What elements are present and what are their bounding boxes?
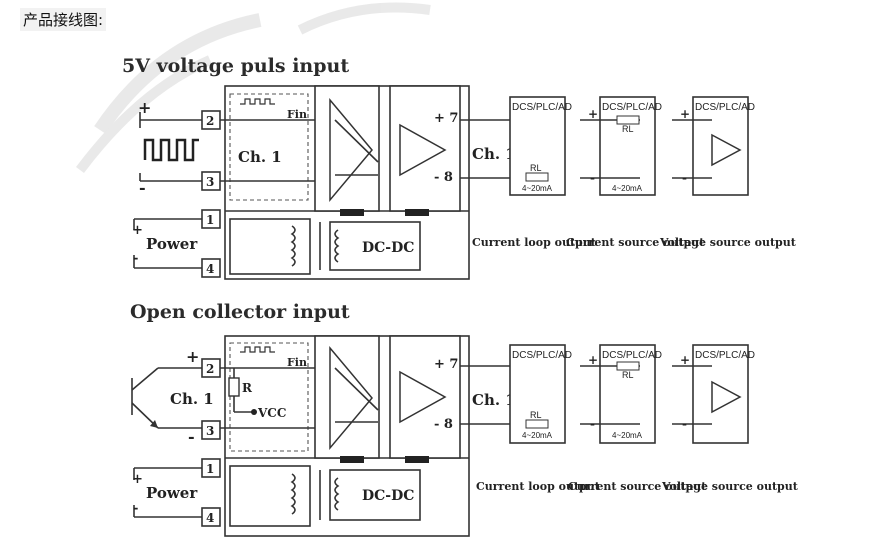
svg-text:+: + [132,472,143,487]
svg-text:2: 2 [206,114,214,128]
output-label-current-loop: Current loop output [472,236,597,249]
svg-text:4~20mA: 4~20mA [612,431,643,440]
svg-text:-: - [682,417,687,431]
resistor-icon [228,377,240,397]
svg-text:1: 1 [206,462,214,476]
svg-text:DCS/PLC/AD: DCS/PLC/AD [602,102,662,113]
output-label-current-source: Current source output [566,236,705,249]
svg-text:+: + [680,107,690,121]
svg-text:-: - [590,417,595,431]
svg-text:4~20mA: 4~20mA [522,184,553,193]
power-label: Power [146,235,198,253]
svg-text:4~20mA: 4~20mA [612,184,643,193]
svg-text:+: + [132,223,143,238]
input-area [229,342,309,452]
input-area [229,93,309,201]
dcdc-block [329,221,421,271]
svg-text:-: - [590,171,595,185]
svg-text:+: + [588,107,598,121]
svg-text:1: 1 [206,213,214,227]
svg-text:4: 4 [206,511,214,525]
pulse-small-icon [240,346,275,353]
svg-text:DCS/PLC/AD: DCS/PLC/AD [602,350,662,361]
svg-text:DCS/PLC/AD: DCS/PLC/AD [695,102,755,113]
pulse-small-icon [240,98,275,105]
section-title: 5V voltage puls input [122,55,349,77]
svg-text:Ch. 1: Ch. 1 [472,145,516,163]
svg-text:RL: RL [622,124,634,134]
svg-text:DCS/PLC/AD: DCS/PLC/AD [512,102,572,113]
watermark [76,2,431,174]
svg-text:-: - [133,501,138,516]
load-current-source [599,344,656,444]
output-label-current-source: Current source output [568,480,707,493]
output-label-voltage-source: Voltage source output [659,236,797,249]
svg-text:-: - [133,251,138,266]
svg-text:+: + [588,353,598,367]
svg-text:- 8: - 8 [434,417,453,432]
page-header: 产品接线图: [20,8,107,31]
svg-text:2: 2 [206,362,214,376]
svg-text:RL: RL [530,163,542,173]
output-label-voltage-source: Voltage source output [661,480,799,493]
svg-text:VCC: VCC [257,406,286,420]
channel-label: Ch. 1 [238,148,282,166]
pulse-wave-icon [143,138,199,162]
svg-text:R: R [242,381,253,395]
section-title: Open collector input [130,301,350,323]
section-voltage-pulse: 5V voltage puls input DC-DC 2 3 1 4 [122,55,797,280]
svg-text:-: - [188,427,195,446]
svg-text:DCS/PLC/AD: DCS/PLC/AD [512,350,572,361]
terminal-3 [201,420,221,440]
svg-text:- 8: - 8 [434,170,453,185]
channel-label: Ch. 1 [170,390,214,408]
svg-text:4~20mA: 4~20mA [522,431,553,440]
svg-text:4: 4 [206,262,214,276]
svg-text:3: 3 [206,175,214,189]
dcdc-label: DC-DC [362,240,414,256]
dcdc-block [329,469,421,521]
svg-text:+: + [186,347,199,366]
svg-text:+: + [680,353,690,367]
svg-text:+ 7: + 7 [434,111,458,126]
output-label-current-loop: Current loop output [476,480,601,493]
svg-text:3: 3 [206,424,214,438]
svg-text:Fin: Fin [287,356,307,369]
svg-text:+: + [138,98,151,117]
power-label: Power [146,484,198,502]
svg-text:Fin: Fin [287,108,307,121]
svg-text:Ch. 1: Ch. 1 [472,391,516,409]
dcdc-label: DC-DC [362,488,414,504]
svg-text:RL: RL [530,410,542,420]
svg-text:+ 7: + 7 [434,357,458,372]
svg-text:-: - [682,171,687,185]
transistor-icon [131,367,202,429]
section-open-collector: Open collector input DC-DC 2 3 1 4 [130,301,799,537]
svg-text:RL: RL [622,370,634,380]
svg-text:-: - [139,178,146,197]
svg-text:DCS/PLC/AD: DCS/PLC/AD [695,350,755,361]
